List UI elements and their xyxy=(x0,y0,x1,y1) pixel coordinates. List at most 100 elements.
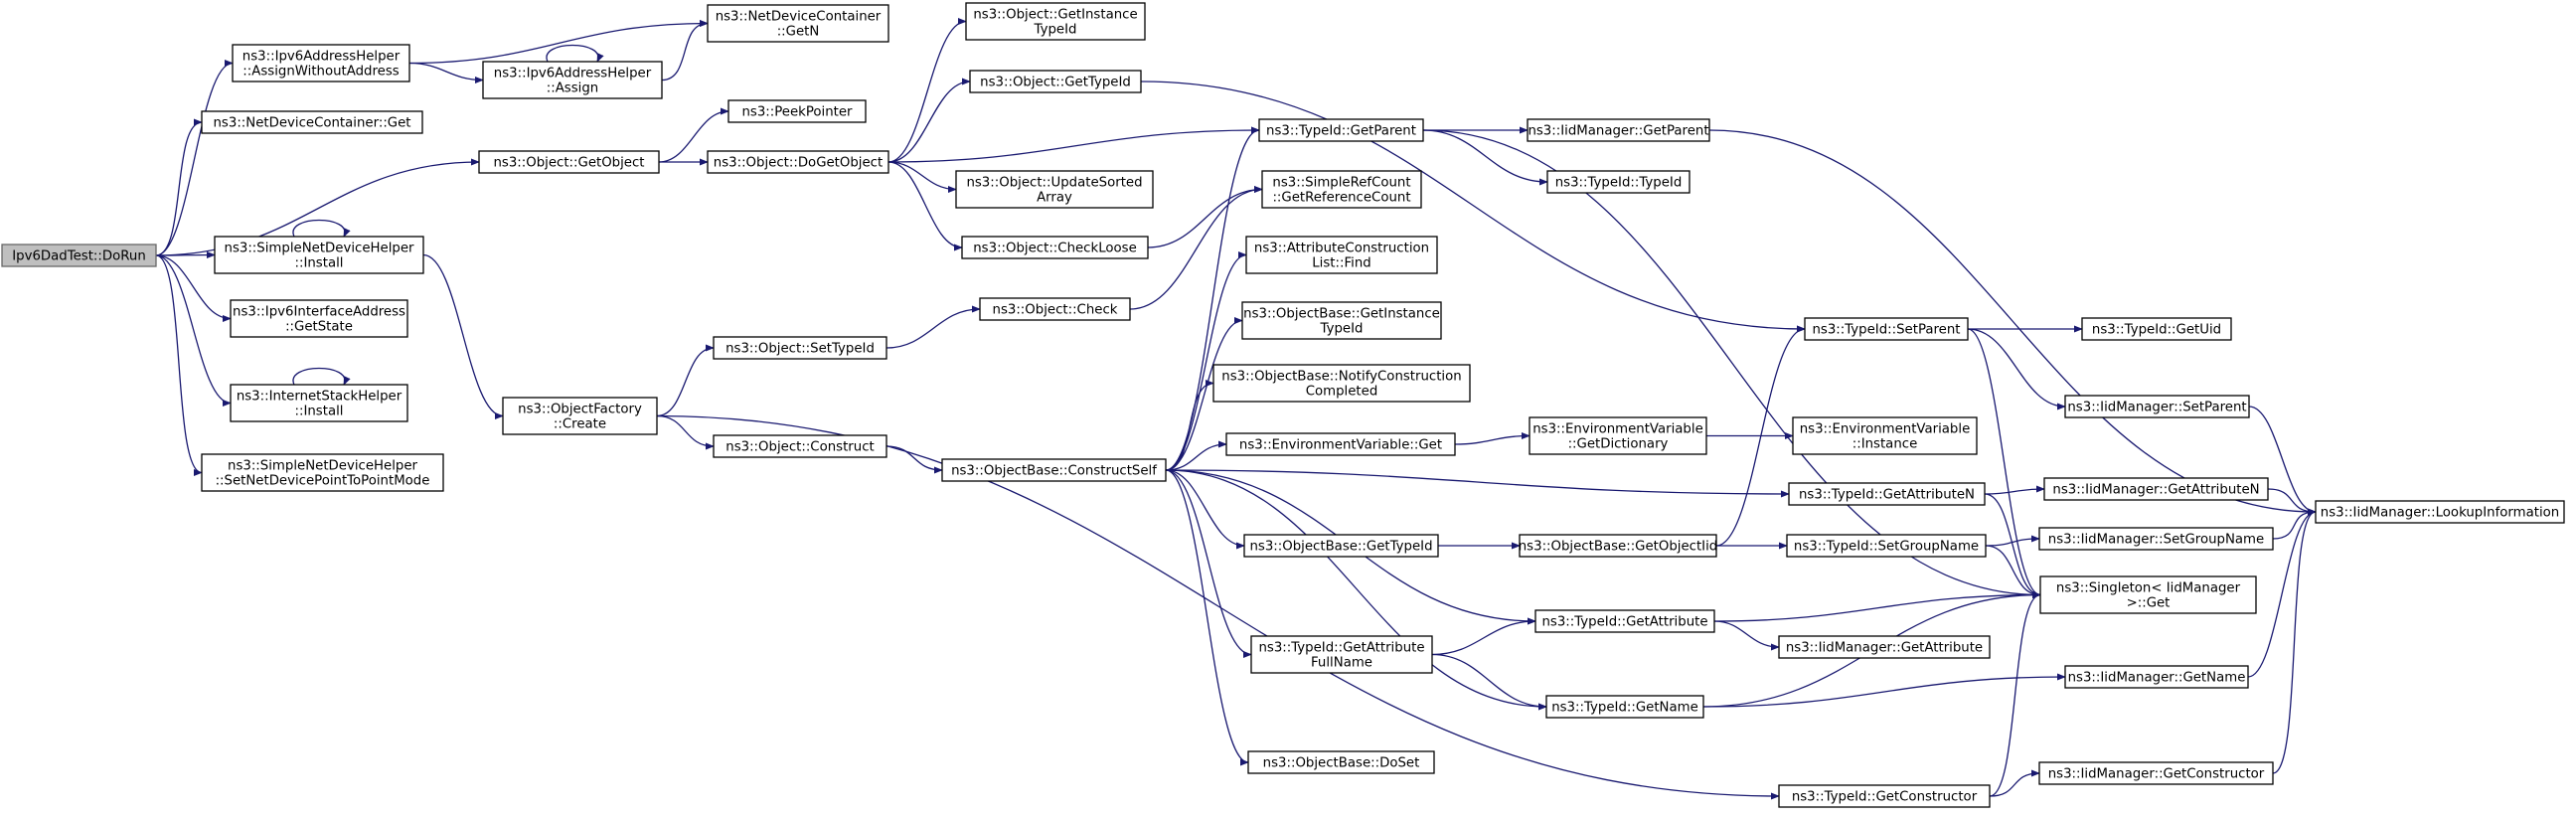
edge-constructself-to-obdoset xyxy=(1165,469,1249,766)
node-box xyxy=(941,458,1167,482)
node-objfactcreate[interactable]: ns3::ObjectFactory::Create xyxy=(502,397,658,435)
node-box xyxy=(1247,750,1435,774)
node-box xyxy=(482,61,663,99)
node-obdoset[interactable]: ns3::ObjectBase::DoSet xyxy=(1247,750,1435,774)
node-box xyxy=(1,244,157,267)
node-box xyxy=(2064,395,2250,418)
node-label: ::GetDictionary xyxy=(1568,437,1669,452)
edge-dogetobject-to-checkloose xyxy=(887,161,963,251)
node-envinstance[interactable]: ns3::EnvironmentVariable::Instance xyxy=(1792,416,1978,455)
node-label: ::Install xyxy=(295,256,344,271)
node-label: ns3::Object::UpdateSorted xyxy=(966,176,1142,191)
node-iidmgetattributen[interactable]: ns3::IidManager::GetAttributeN xyxy=(2043,477,2269,501)
node-iidmgetparent[interactable]: ns3::IidManager::GetParent xyxy=(1527,118,1710,142)
node-notifycc[interactable]: ns3::ObjectBase::NotifyConstructionCompl… xyxy=(1212,364,1471,403)
node-tidgetparent[interactable]: ns3::TypeId::GetParent xyxy=(1258,118,1424,142)
node-iidmsetgroupname[interactable]: ns3::IidManager::SetGroupName xyxy=(2038,527,2274,551)
node-ipv6ifgetstate[interactable]: ns3::Ipv6InterfaceAddress::GetState xyxy=(230,299,408,338)
node-box xyxy=(1225,432,1456,456)
node-box xyxy=(713,336,887,360)
node-tidgetattributen[interactable]: ns3::TypeId::GetAttributeN xyxy=(1788,482,1986,506)
edge-tidsetgroupname-to-singletonget xyxy=(1985,545,2041,599)
node-label: ns3::TypeId::GetUid xyxy=(2092,323,2221,338)
node-objconstruct[interactable]: ns3::Object::Construct xyxy=(713,434,887,458)
node-label: ns3::NetDeviceContainer xyxy=(716,10,882,25)
edge-constructself-to-tidgetattributen xyxy=(1165,469,1790,498)
node-singletonget[interactable]: ns3::Singleton< IidManager>::Get xyxy=(2039,575,2257,614)
edge-tidgetconstructor-to-singletonget xyxy=(1989,590,2041,797)
node-objsettypeid[interactable]: ns3::Object::SetTypeId xyxy=(713,336,887,360)
node-setp2p[interactable]: ns3::SimpleNetDeviceHelper::SetNetDevice… xyxy=(201,453,444,492)
node-label: ns3::IidManager::SetGroupName xyxy=(2048,533,2264,548)
edge-iidmgetname-to-iidmlookup xyxy=(2247,508,2317,678)
node-tidgetname[interactable]: ns3::TypeId::GetName xyxy=(1545,695,1704,719)
node-box xyxy=(1786,534,1987,558)
node-dorun[interactable]: Ipv6DadTest::DoRun xyxy=(1,244,157,267)
node-tidgetconstructor[interactable]: ns3::TypeId::GetConstructor xyxy=(1778,784,1991,808)
edge-tidsetparent-to-iidmsetparent xyxy=(1967,328,2066,410)
node-peekpointer[interactable]: ns3::PeekPointer xyxy=(727,99,867,123)
node-label: ns3::AttributeConstruction xyxy=(1254,242,1429,256)
node-label: ns3::EnvironmentVariable xyxy=(1800,422,1971,437)
node-label: ns3::TypeId::SetParent xyxy=(1812,323,1960,338)
edge-dogetobject-to-objgetinstancetypeid xyxy=(887,17,967,163)
node-label: ns3::ObjectBase::GetTypeId xyxy=(1249,540,1432,555)
node-box xyxy=(201,110,423,134)
edge-objconstruct-to-constructself xyxy=(886,445,943,474)
node-label: ns3::ObjectBase::DoSet xyxy=(1263,756,1420,771)
node-tidsetparent[interactable]: ns3::TypeId::SetParent xyxy=(1804,317,1969,341)
node-iidmgetattribute[interactable]: ns3::IidManager::GetAttribute xyxy=(1778,635,1991,659)
node-tidtypeid[interactable]: ns3::TypeId::TypeId xyxy=(1546,170,1690,194)
edge-sndhinstall-to-objfactcreate xyxy=(422,253,504,420)
node-obgettypeid[interactable]: ns3::ObjectBase::GetTypeId xyxy=(1243,534,1439,558)
node-ndcgetn[interactable]: ns3::NetDeviceContainer::GetN xyxy=(707,4,889,43)
edge-assign-to-assign xyxy=(546,44,604,63)
node-label: ns3::Object::GetObject xyxy=(493,156,644,171)
node-label: List::Find xyxy=(1312,256,1370,271)
node-ishinstall[interactable]: ns3::InternetStackHelper::Install xyxy=(230,384,408,422)
node-label: Ipv6DadTest::DoRun xyxy=(12,249,146,264)
edge-tidgetattribute-to-iidmgetattribute xyxy=(1713,620,1780,651)
edge-dorun-to-ndcget xyxy=(155,118,203,256)
node-sndhinstall[interactable]: ns3::SimpleNetDeviceHelper::Install xyxy=(214,236,424,274)
node-objgettypeid[interactable]: ns3::Object::GetTypeId xyxy=(969,70,1142,93)
node-iidmgetconstructor[interactable]: ns3::IidManager::GetConstructor xyxy=(2038,761,2274,785)
node-getrefcount[interactable]: ns3::SimpleRefCount::GetReferenceCount xyxy=(1261,170,1422,209)
edge-checkloose-to-getrefcount xyxy=(1147,185,1263,248)
node-box xyxy=(1545,695,1704,719)
node-box xyxy=(2064,665,2249,689)
node-label: ::AssignWithoutAddress xyxy=(242,65,399,80)
edge-dogetobject-to-tidgetparent xyxy=(887,126,1260,163)
node-label: ns3::TypeId::TypeId xyxy=(1555,176,1683,191)
node-assign[interactable]: ns3::Ipv6AddressHelper::Assign xyxy=(482,61,663,99)
node-constructself[interactable]: ns3::ObjectBase::ConstructSelf xyxy=(941,458,1167,482)
node-box xyxy=(1245,236,1438,274)
node-iidmsetparent[interactable]: ns3::IidManager::SetParent xyxy=(2064,395,2250,418)
node-ndcget[interactable]: ns3::NetDeviceContainer::Get xyxy=(201,110,423,134)
node-tidgetattribute[interactable]: ns3::TypeId::GetAttribute xyxy=(1534,609,1715,633)
node-awa[interactable]: ns3::Ipv6AddressHelper::AssignWithoutAdd… xyxy=(232,44,410,82)
node-tidsetgroupname[interactable]: ns3::TypeId::SetGroupName xyxy=(1786,534,1987,558)
edge-tidgetattrfullname-to-tidgetname xyxy=(1431,653,1547,711)
node-label: TypeId xyxy=(1034,23,1077,38)
node-envget[interactable]: ns3::EnvironmentVariable::Get xyxy=(1225,432,1456,456)
node-iidmgetname[interactable]: ns3::IidManager::GetName xyxy=(2064,665,2249,689)
node-box xyxy=(961,236,1149,259)
node-tidgetuid[interactable]: ns3::TypeId::GetUid xyxy=(2081,317,2232,341)
node-label: ns3::SimpleRefCount xyxy=(1272,176,1410,191)
node-obgetobjectiid[interactable]: ns3::ObjectBase::GetObjectIid xyxy=(1519,534,1717,558)
node-envgetdict[interactable]: ns3::EnvironmentVariable::GetDictionary xyxy=(1529,416,1707,455)
node-objcheck[interactable]: ns3::Object::Check xyxy=(979,297,1131,321)
node-iidmlookup[interactable]: ns3::IidManager::LookupInformation xyxy=(2315,500,2565,524)
node-label: ::SetNetDevicePointToPointMode xyxy=(216,474,430,489)
node-checkloose[interactable]: ns3::Object::CheckLoose xyxy=(961,236,1149,259)
node-getobject[interactable]: ns3::Object::GetObject xyxy=(478,150,660,174)
node-dogetobject[interactable]: ns3::Object::DoGetObject xyxy=(707,150,889,174)
node-box xyxy=(2038,527,2274,551)
